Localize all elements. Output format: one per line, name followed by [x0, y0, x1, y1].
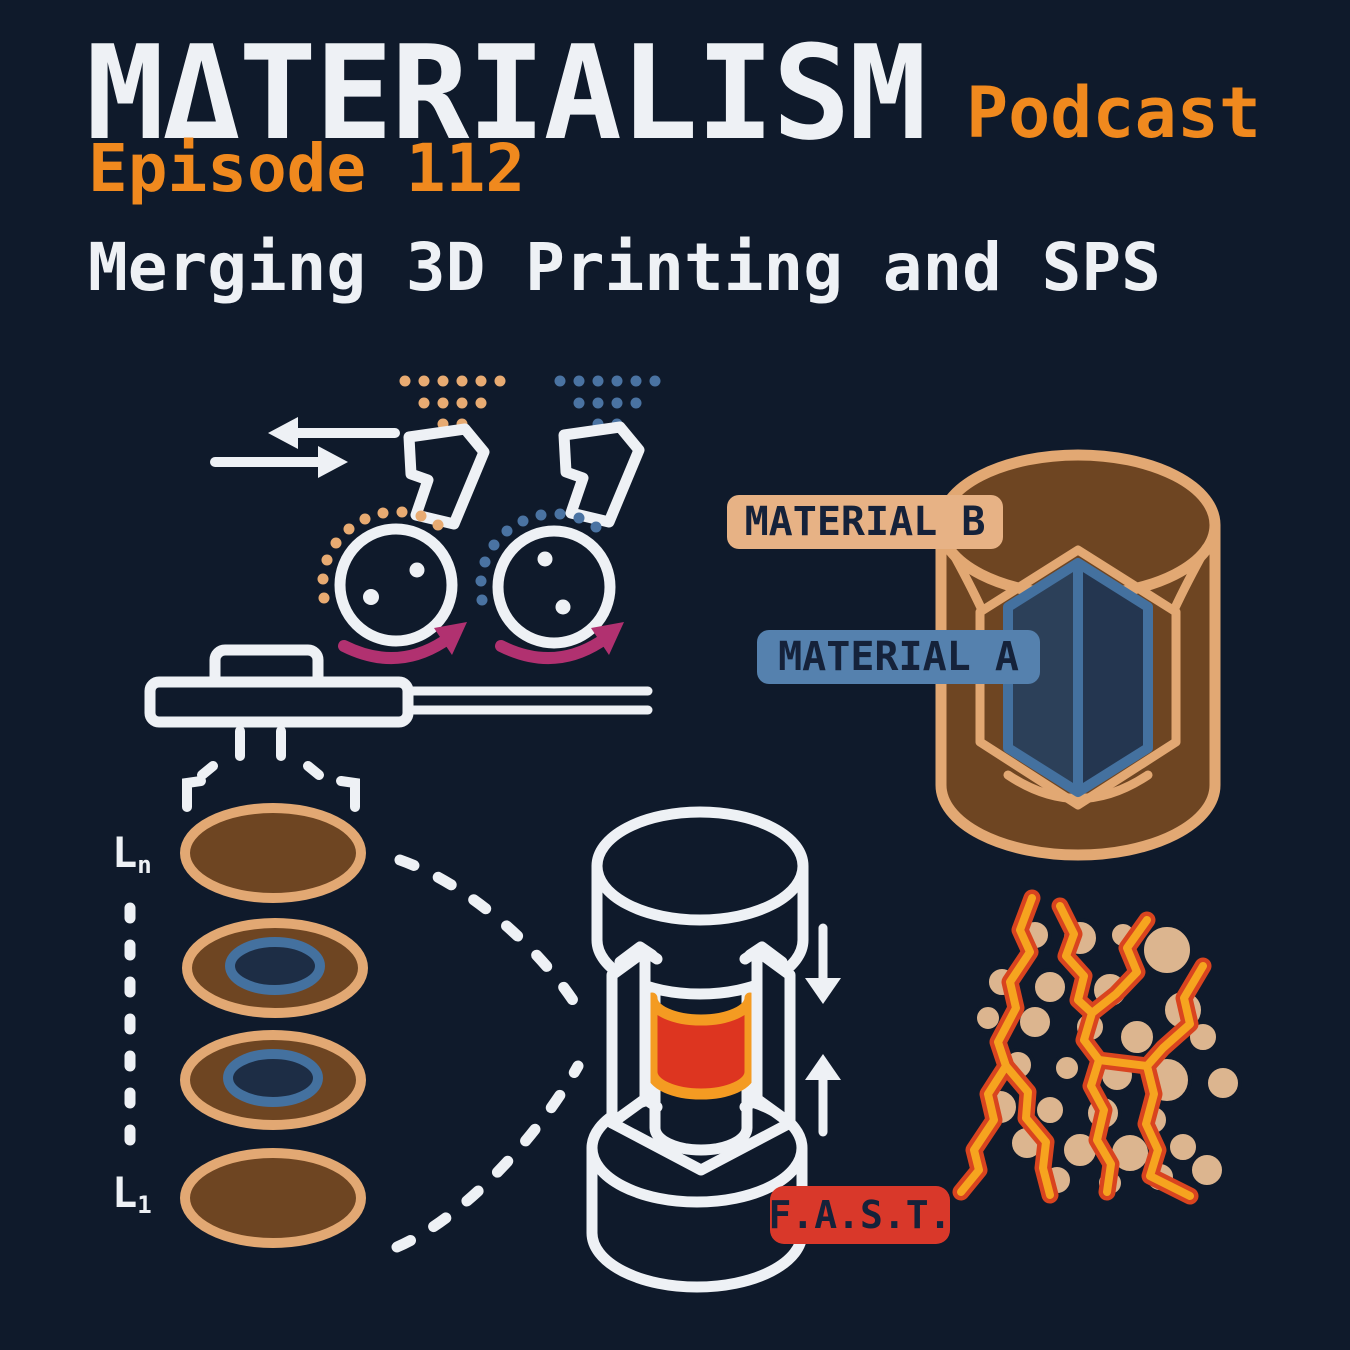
- material-b-label: MATERIAL B: [727, 495, 1003, 549]
- fast-label: F.A.S.T.: [768, 1186, 952, 1244]
- dual-material-billet-illustration: [935, 449, 1221, 861]
- roller-icon: [334, 523, 458, 647]
- material-a-powder-dots: [554, 375, 661, 430]
- podcast-word: Podcast: [966, 72, 1262, 154]
- layer-n-label: Ln: [112, 828, 152, 879]
- powder-arc-blue: [475, 508, 602, 606]
- hopper-icon: [558, 421, 645, 528]
- current-path-icon: [957, 894, 1207, 1200]
- layer-disc: [182, 918, 368, 1018]
- drop-guide-dashes: [182, 726, 360, 812]
- heated-sample: [646, 992, 756, 1100]
- episode-number: Episode 112: [88, 130, 526, 207]
- build-platform: [144, 644, 653, 728]
- microstructure-illustration: [952, 889, 1242, 1205]
- sps-press-illustration: [586, 806, 841, 1293]
- roller-icon: [492, 525, 616, 649]
- layer-1-label: L1: [112, 1168, 152, 1219]
- powder-spreading-illustration: [144, 375, 661, 812]
- press-down-arrow-icon: [805, 923, 841, 1004]
- show-title: MΔTERIALISM: [86, 17, 927, 169]
- rotation-arrow-icon: [495, 622, 624, 665]
- layer-disc: [180, 803, 366, 903]
- press-up-arrow-icon: [805, 1054, 841, 1137]
- recoat-direction-arrows: [210, 428, 400, 467]
- powder-arc-tan: [317, 506, 444, 604]
- material-b-powder-dots: [399, 375, 506, 430]
- layer-stack-illustration: [124, 803, 584, 1253]
- inner-prism: [1003, 558, 1153, 797]
- material-a-label: MATERIAL A: [757, 630, 1040, 684]
- episode-title: Merging 3D Printing and SPS: [88, 229, 1161, 306]
- hopper-icon: [403, 423, 490, 530]
- dashed-flow-lines: [124, 854, 584, 1253]
- rotation-arrow-icon: [338, 622, 467, 665]
- graphite-die: [606, 941, 796, 1176]
- layer-disc: [180, 1030, 366, 1130]
- layer-disc: [180, 1148, 366, 1248]
- arrowheads: [268, 417, 348, 478]
